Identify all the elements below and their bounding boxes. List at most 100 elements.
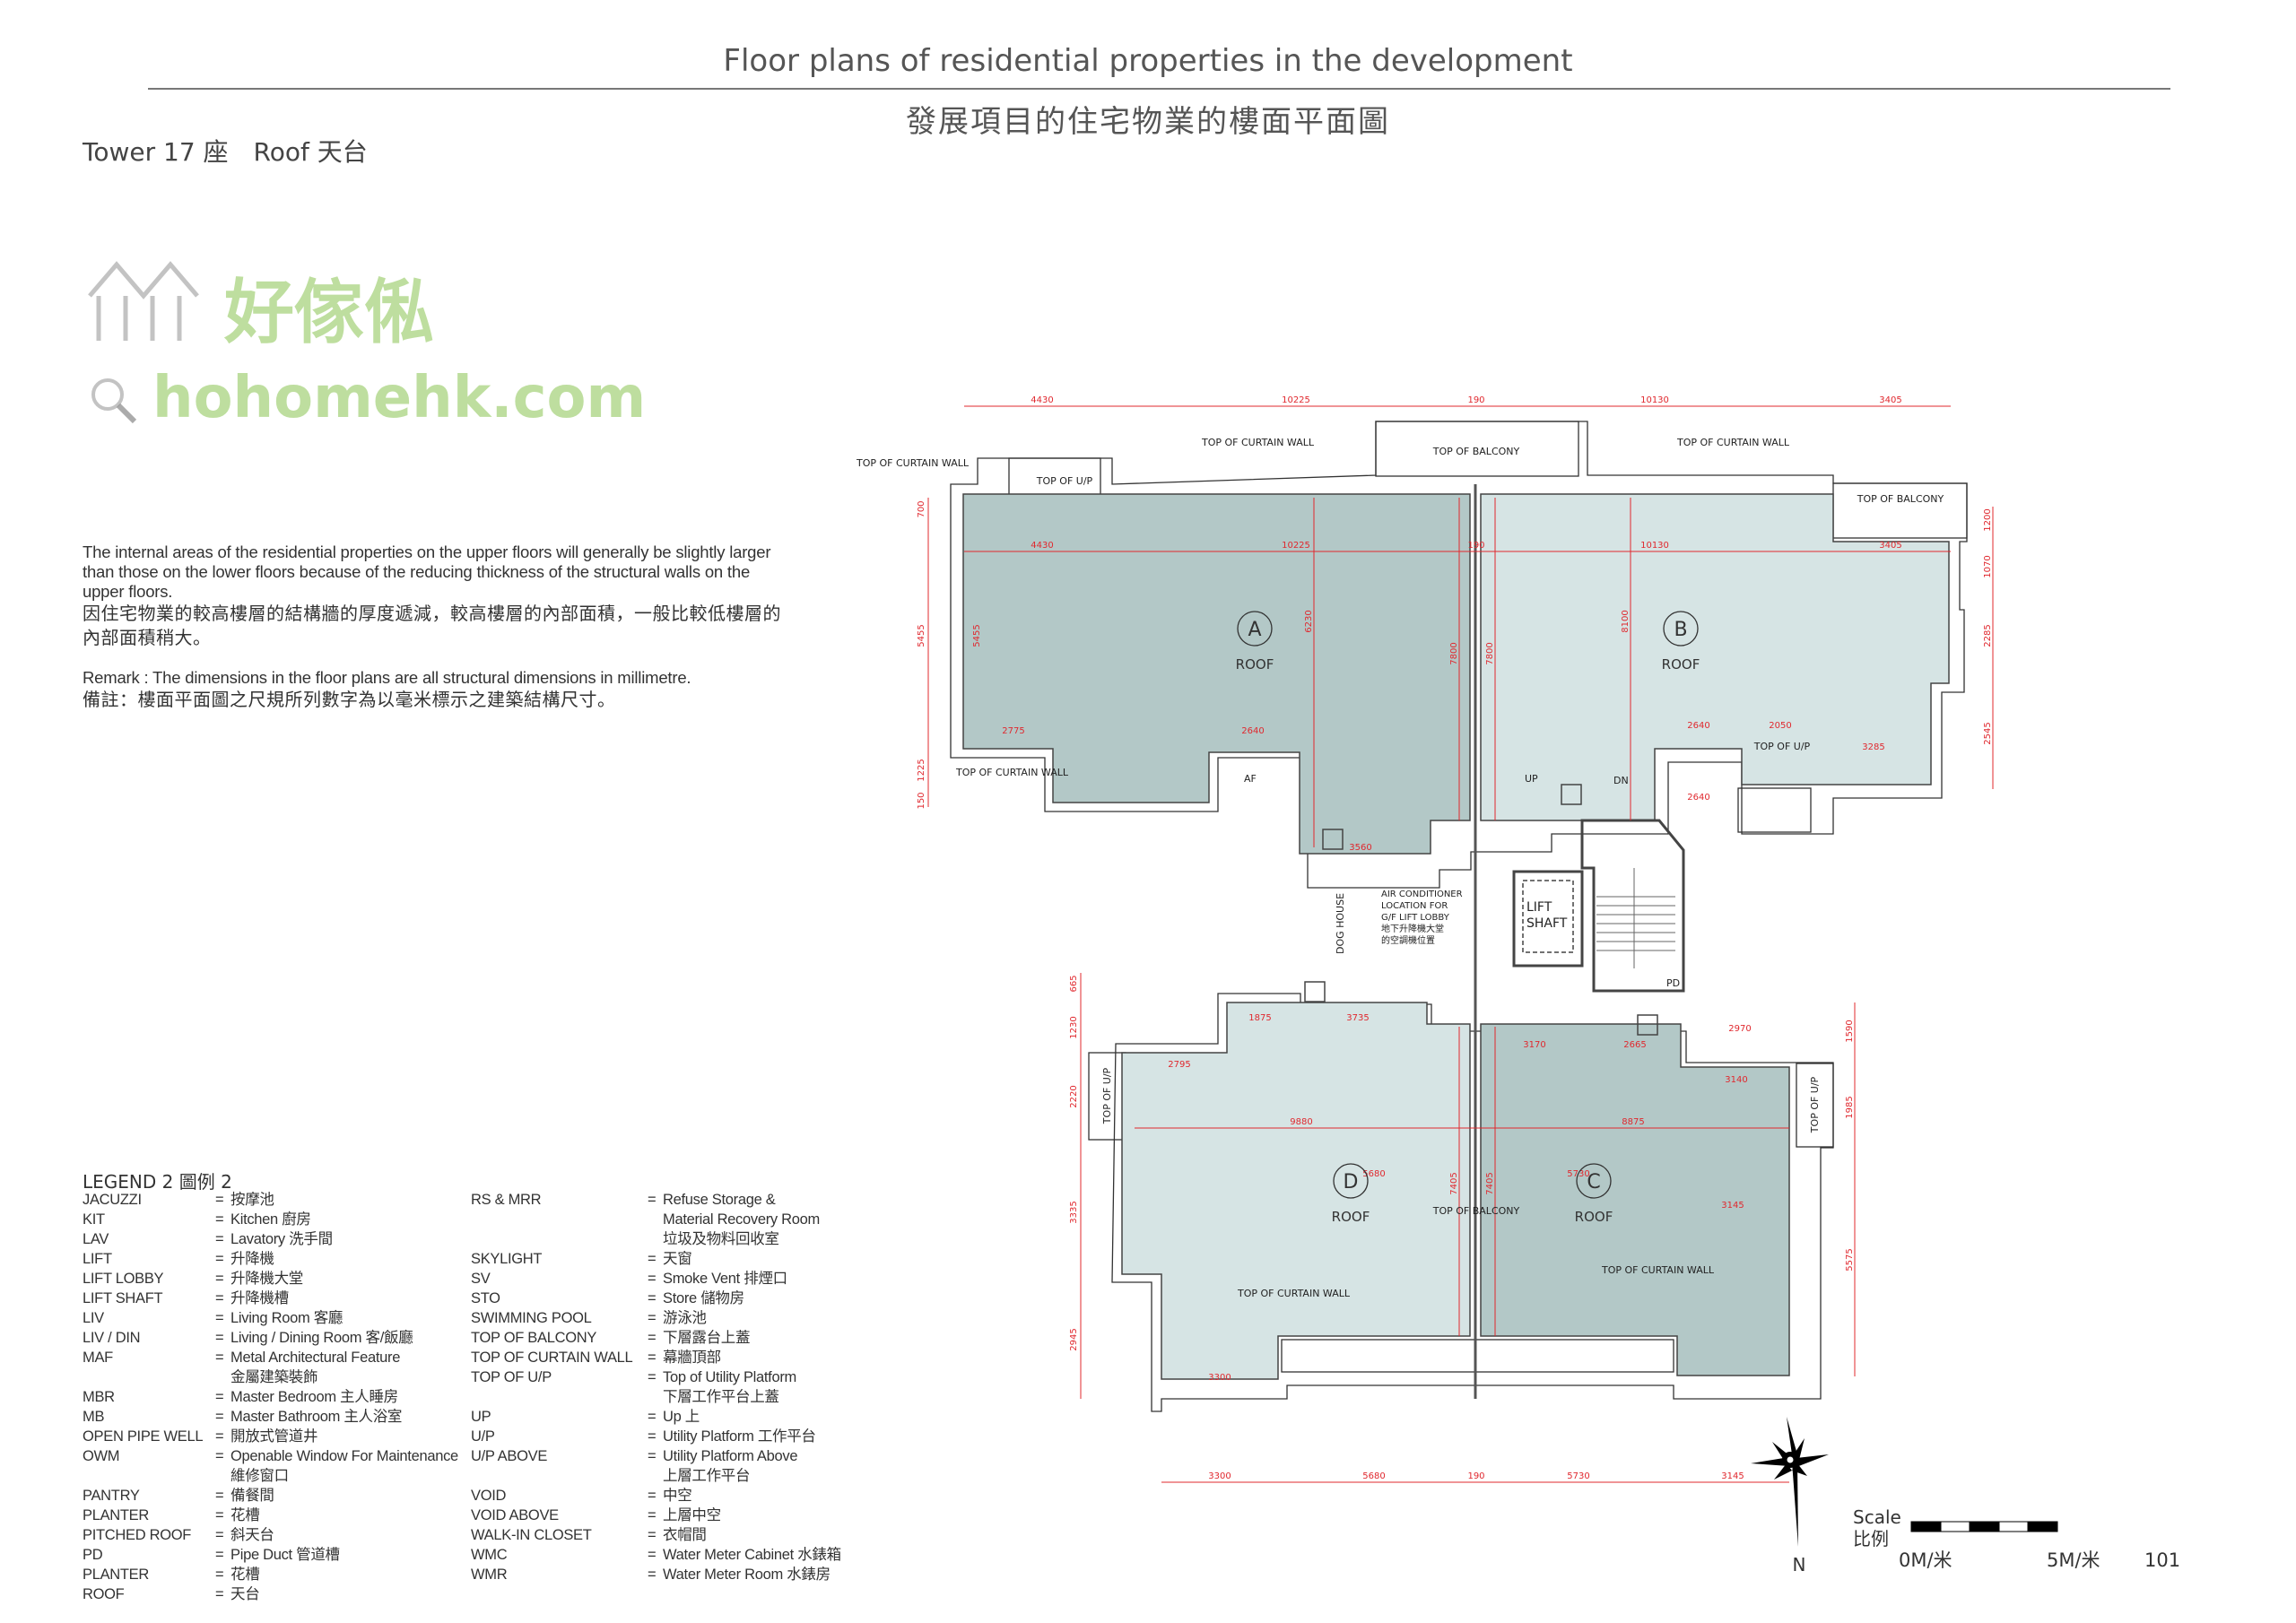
tower-label: Tower 17 座: [83, 137, 229, 167]
dim-label: 9880: [1290, 1117, 1312, 1127]
dim-label: 1985: [1845, 1096, 1855, 1118]
dim-label: 6230: [1304, 610, 1314, 632]
legend-term: OPEN PIPE WELL: [83, 1428, 204, 1445]
dim-label: 2795: [1168, 1060, 1190, 1070]
dimension-lines: [927, 405, 1994, 1483]
legend-definition: Smoke Vent 排煙口: [663, 1271, 787, 1287]
legend-equals: =: [215, 1231, 224, 1247]
dim-label: 8875: [1622, 1117, 1644, 1127]
label-top-curtain-wall: TOP OF CURTAIN WALL: [1601, 1264, 1715, 1276]
legend-term: U/P ABOVE: [471, 1448, 548, 1464]
dim-label: 3300: [1208, 1373, 1231, 1383]
legend-term: PD: [83, 1547, 103, 1563]
dim-label: 7800: [1485, 642, 1495, 664]
north-label: N: [1793, 1554, 1806, 1575]
legend-term: LAV: [83, 1231, 109, 1247]
legend-definition: Pipe Duct 管道槽: [230, 1547, 340, 1563]
legend-definition: 斜天台: [230, 1527, 274, 1543]
legend-term: OWM: [83, 1448, 120, 1464]
dim-label: 5680: [1362, 1471, 1385, 1481]
dim-label: 190: [1467, 1471, 1484, 1481]
legend-equals: =: [215, 1488, 224, 1504]
dim-label: 7800: [1449, 642, 1459, 664]
dim-label: 190: [1467, 395, 1484, 405]
legend-definition: Master Bedroom 主人睡房: [230, 1389, 398, 1405]
legend-equals: =: [648, 1507, 657, 1523]
legend-definition: Openable Window For Maintenance: [230, 1448, 458, 1464]
plan-labels: TOP OF CURTAIN WALL TOP OF CURTAIN WALL …: [856, 437, 1944, 1299]
lift-shaft: [1512, 870, 1584, 968]
legend-definition: 天窗: [663, 1251, 692, 1267]
dim-label: 3285: [1862, 742, 1884, 752]
legend-definition: Living / Dining Room 客/飯廳: [230, 1330, 413, 1346]
label-ac-2: LOCATION FOR: [1381, 901, 1448, 911]
legend-equals: =: [215, 1251, 224, 1267]
legend-equals: =: [215, 1448, 224, 1464]
legend-equals: =: [215, 1507, 224, 1523]
dim-label: 2775: [1002, 726, 1024, 736]
label-dog-house: DOG HOUSE: [1335, 893, 1346, 954]
legend-definition: 天台: [230, 1586, 260, 1602]
dim-label: 2285: [1983, 624, 1993, 647]
dim-label: 3735: [1346, 1013, 1369, 1023]
label-ac-5: 的空調機位置: [1381, 934, 1435, 946]
legend-term: TOP OF BALCONY: [471, 1330, 597, 1346]
label-top-balcony: TOP OF BALCONY: [1432, 1205, 1520, 1217]
legend-definition: 備餐間: [230, 1488, 274, 1504]
dim-label: 1230: [1069, 1016, 1079, 1038]
legend-equals: =: [648, 1290, 657, 1306]
legend-term: WMR: [471, 1567, 508, 1583]
area-note-zh: 因住宅物業的較高樓層的結構牆的厚度遞減，較高樓層的內部面積，一般比較低樓層的內部…: [83, 603, 781, 648]
legend-term: LIV: [83, 1310, 104, 1326]
dim-label: 5575: [1845, 1248, 1855, 1271]
header-divider: [148, 88, 2170, 90]
legend-term: LIFT LOBBY: [83, 1271, 164, 1287]
unit-letter: C: [1587, 1171, 1600, 1193]
dim-label: 10130: [1640, 395, 1669, 405]
legend-equals: =: [215, 1527, 224, 1543]
legend-definition: 按摩池: [230, 1192, 274, 1208]
legend-term: U/P: [471, 1428, 495, 1445]
skylight-a: [1322, 829, 1344, 850]
label-ac-3: G/F LIFT LOBBY: [1381, 913, 1450, 923]
label-af: AF: [1244, 773, 1257, 785]
north-arrow-icon: [1751, 1417, 1829, 1547]
legend-definition: 升降機槽: [230, 1290, 289, 1306]
legend-term: WALK-IN CLOSET: [471, 1527, 592, 1543]
dim-label: 3335: [1069, 1201, 1079, 1223]
top-balcony-north: [1375, 421, 1579, 477]
dim-label: 10225: [1282, 541, 1310, 551]
remark-en: Remark : The dimensions in the floor pla…: [83, 668, 691, 687]
legend-term: SV: [471, 1271, 491, 1287]
dim-label: 3170: [1523, 1040, 1545, 1050]
dim-label: 1590: [1845, 1020, 1855, 1042]
label-top-curtain-wall: TOP OF CURTAIN WALL: [1676, 437, 1790, 448]
legend-term: TOP OF U/P: [471, 1369, 552, 1385]
legend-term: PANTRY: [83, 1488, 140, 1504]
dim-label: 3560: [1349, 843, 1371, 853]
legend-term: PITCHED ROOF: [83, 1527, 192, 1543]
dims-vertical: 700 5455 1225 150 1200 1070 2285 2545 66…: [917, 500, 1993, 1350]
top-balcony-east: [1832, 482, 1968, 539]
legend-term: VOID ABOVE: [471, 1507, 559, 1523]
lift-car: [1522, 880, 1574, 953]
legend-definition: Lavatory 洗手間: [230, 1231, 333, 1247]
legend-equals: =: [648, 1567, 657, 1583]
scale-label-zh: 比例: [1853, 1528, 1889, 1549]
label-top-balcony: TOP OF BALCONY: [1432, 446, 1520, 457]
scale-start: 0M/米: [1899, 1549, 1952, 1571]
legend-definition: 垃圾及物料回收室: [663, 1231, 779, 1247]
dim-label: 700: [917, 500, 926, 517]
watermark-en: hohomehk.com: [152, 365, 646, 431]
legend-equals: =: [648, 1369, 657, 1385]
unit-letter: B: [1674, 619, 1687, 641]
dim-label: 2640: [1687, 793, 1709, 803]
legend-definition: Utility Platform 工作平台: [663, 1428, 816, 1445]
legend-definition: Water Meter Cabinet 水錶箱: [663, 1547, 841, 1563]
